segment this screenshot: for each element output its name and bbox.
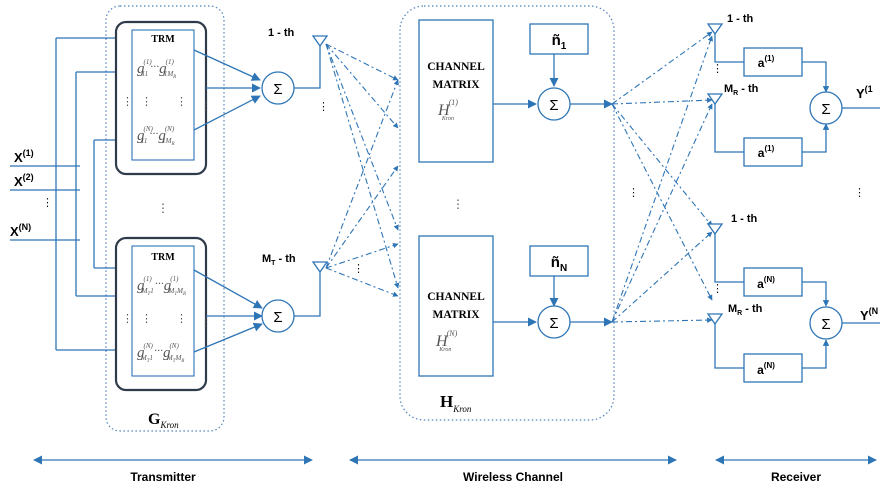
input-x2-label: X(2) xyxy=(14,172,34,189)
trm-upper-vdots-right: ⋮ xyxy=(176,96,187,108)
noise-n-box xyxy=(529,245,589,277)
rx-antenna-mr-top-label: MR - th xyxy=(724,83,759,97)
rx-an-bottom-label: a(N) xyxy=(757,361,775,377)
input-xn-label: X(N) xyxy=(10,222,31,239)
channel-matrix-n-line2: MATRIX xyxy=(432,309,480,321)
channel-matrix-n-h: H(N)Kron xyxy=(435,329,458,353)
tx-antenna-bottom-label: MT - th xyxy=(262,253,296,267)
rx-antenna-1-top-icon xyxy=(706,23,724,36)
tx-antenna-top-label: 1 - th xyxy=(268,27,295,39)
rx-a1-top-label: a(1) xyxy=(758,54,775,70)
h-kron-outline xyxy=(399,5,615,421)
tx-antenna-vdots: ⋮ xyxy=(353,263,364,275)
channel-sum-n-symbol: Σ xyxy=(549,315,558,332)
rx-path-vdots: ⋮ xyxy=(628,187,639,199)
rx-antenna-mr-bottom-label: MR - th xyxy=(728,303,763,317)
tx-antenna-top-icon xyxy=(311,35,329,48)
rx-antenna-1-bottom-icon xyxy=(706,223,724,236)
rx-antenna-1-bottom-label: 1 - th xyxy=(731,213,758,225)
rx-a1-bottom-box xyxy=(743,137,803,167)
trm-between-vdots: ⋮ xyxy=(157,201,169,215)
tx-sum-dots: ⋮ xyxy=(318,101,329,113)
channel-matrix-1 xyxy=(418,19,494,163)
trm-lower-inner xyxy=(131,245,195,377)
footer: Transmitter Wireless Channel Receiver xyxy=(33,455,877,484)
trm-upper-g-row2: g(N)11···g(N)1MR xyxy=(137,125,175,147)
channel-sum-1-symbol: Σ xyxy=(549,97,558,114)
trm-lower-label: TRM xyxy=(151,252,175,263)
rx-sum-n-symbol: Σ xyxy=(821,316,830,333)
rx-a1-bottom-label: a(1) xyxy=(758,144,775,160)
noise-1-label: ñ1 xyxy=(552,32,567,52)
tx-to-channel-paths xyxy=(325,43,400,297)
trm-lower-side-dots-right: ⋮ xyxy=(200,317,211,329)
rx-antenna-mr-bottom-icon xyxy=(706,313,724,326)
rx-sum-1-symbol: Σ xyxy=(821,101,830,118)
g-kron-outline xyxy=(105,5,225,432)
tx-antenna-bottom-icon xyxy=(311,261,329,274)
footer-transmitter-label: Transmitter xyxy=(130,470,196,484)
inputs-vdots: ⋮ xyxy=(42,197,53,209)
trm-upper-inner xyxy=(131,29,195,161)
channel-matrix-1-line2: MATRIX xyxy=(432,79,480,91)
rx-output-vdots: ⋮ xyxy=(854,187,865,199)
rx-an-bottom-box xyxy=(743,353,803,383)
channel-matrix-n xyxy=(418,235,494,377)
noise-n-label: ñN xyxy=(551,254,567,274)
tx-sum-lower-symbol: Σ xyxy=(273,309,282,326)
footer-wireless-channel-label: Wireless Channel xyxy=(463,470,563,484)
channel-to-rx-paths: ⋮ xyxy=(611,31,713,323)
tx-sum-upper-symbol: Σ xyxy=(273,81,282,98)
footer-receiver-label: Receiver xyxy=(771,470,821,484)
rx-antenna-1-top-label: 1 - th xyxy=(727,13,754,25)
channel-matrix-1-line1: CHANNEL xyxy=(427,61,485,73)
rx-an-top-label: a(N) xyxy=(757,275,775,291)
trm-upper-side-dots: ⋮ xyxy=(122,96,133,108)
transmitter-section: X(1) X(2) X(N) ⋮ TRM g(1)11···g(1)1MR ⋮ … xyxy=(10,5,364,432)
input-x1-label: X(1) xyxy=(14,148,34,165)
rx-output-yn-label: Y(N xyxy=(860,306,878,323)
h-kron-label: HKron xyxy=(440,392,472,414)
rx-top-vdots: ⋮ xyxy=(712,63,723,75)
channel-matrix-n-line1: CHANNEL xyxy=(427,291,485,303)
trm-lower-g-row1: g(1)MT1···g(1)MTMR xyxy=(137,275,186,297)
trm-upper-g-row1: g(1)11···g(1)1MR xyxy=(137,58,176,80)
channel-section: CHANNEL MATRIX H(1)Kron ⋮ CHANNEL MATRIX… xyxy=(399,5,615,421)
g-kron-label: GKron xyxy=(148,411,179,430)
rx-an-top-box xyxy=(743,267,803,297)
trm-lower-g-row2: g(N)MT1···g(N)MTMR xyxy=(137,342,184,364)
trm-lower-vdots-left: ⋮ xyxy=(141,313,152,325)
rx-antenna-mr-top-icon xyxy=(706,93,724,106)
rx-bottom-vdots: ⋮ xyxy=(712,283,723,295)
receiver-section: 1 - th MR - th 1 - th MR - th ⋮ ⋮ a(1) a… xyxy=(706,13,880,383)
trm-upper-vdots-left: ⋮ xyxy=(141,96,152,108)
trm-lower-vdots-right: ⋮ xyxy=(176,313,187,325)
trm-upper-side-dots-right: ⋮ xyxy=(200,101,211,113)
rx-output-y1-label: Y(1 xyxy=(856,84,873,101)
rx-a1-top-box xyxy=(743,47,803,77)
channel-matrix-vdots: ⋮ xyxy=(452,197,464,211)
trm-upper-label: TRM xyxy=(151,34,175,45)
trm-lower-side-dots: ⋮ xyxy=(122,313,133,325)
channel-matrix-1-h: H(1)Kron xyxy=(437,98,458,122)
noise-1-box xyxy=(529,23,589,55)
